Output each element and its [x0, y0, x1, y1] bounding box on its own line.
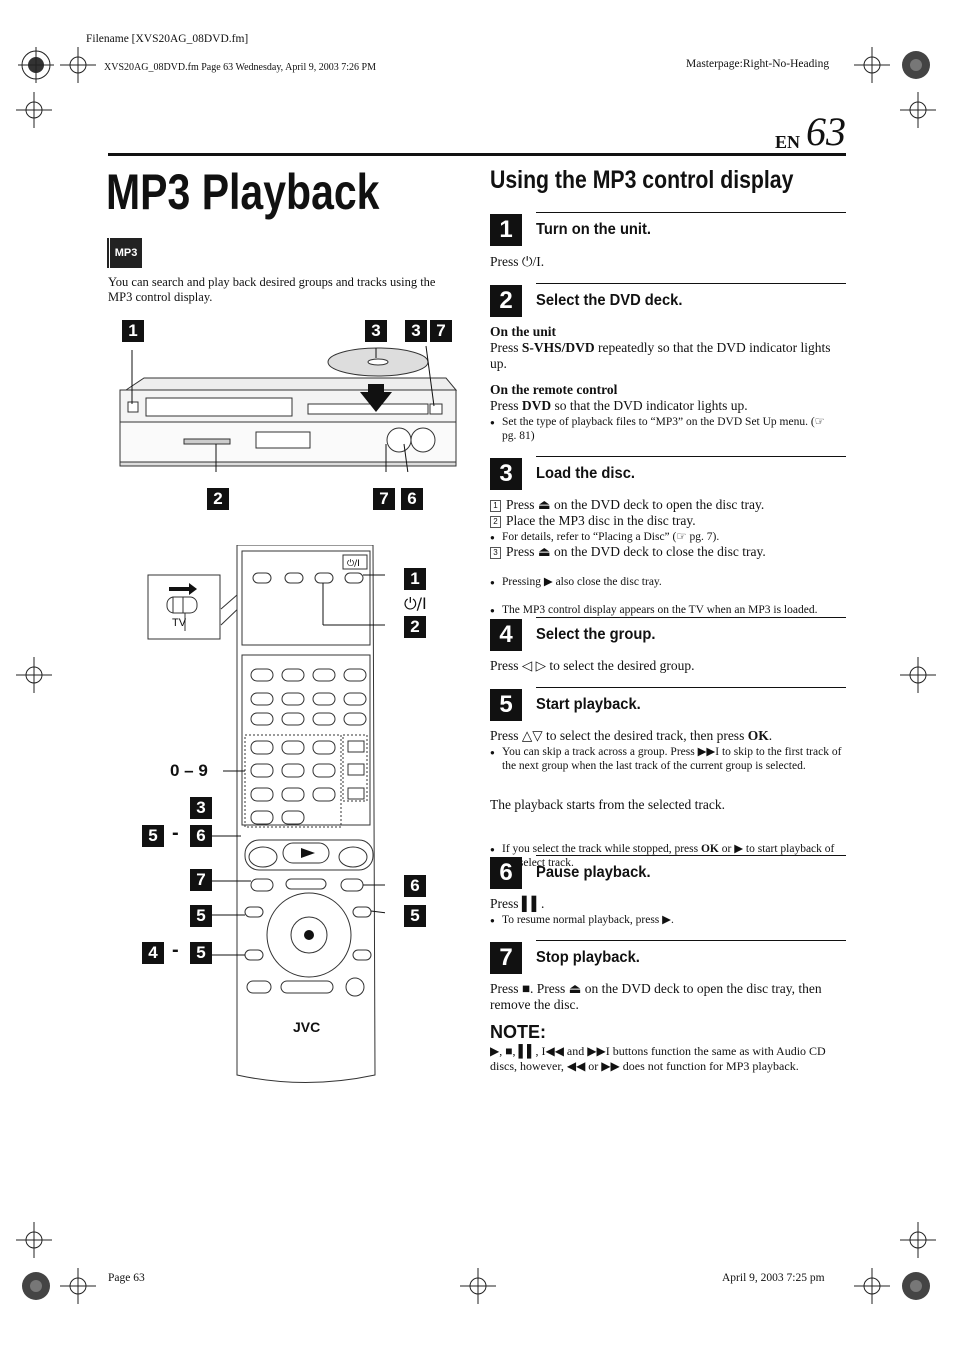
- footer-page: Page 63: [108, 1272, 145, 1284]
- note-text: ▶, ■, ▌▌, I◀◀ and ▶▶I buttons function t…: [490, 1044, 826, 1073]
- file-info-line: XVS20AG_08DVD.fm Page 63 Wednesday, Apri…: [104, 62, 376, 73]
- on-unit-heading: On the unit: [490, 324, 557, 339]
- remote-callout-2: 2: [404, 616, 426, 638]
- deck-callout-6: 6: [401, 488, 423, 510]
- registration-mark-icon: [854, 1268, 890, 1304]
- registration-mark-icon: [854, 47, 890, 83]
- language-code: EN: [775, 132, 801, 152]
- step-title: Start playback.: [536, 696, 641, 713]
- registration-mark-icon: [900, 1222, 936, 1258]
- step-title: Select the DVD deck.: [536, 292, 683, 309]
- footer-date: April 9, 2003 7:25 pm: [722, 1272, 825, 1284]
- registration-mark-icon: [900, 657, 936, 693]
- registration-mark-icon: [16, 1222, 52, 1258]
- remote-callout-6a: 6: [190, 825, 212, 847]
- step-number: 2: [490, 285, 522, 317]
- remote-heading: On the remote control: [490, 382, 618, 397]
- bullet-note: Pressing ▶ also close the disc tray.: [490, 575, 842, 590]
- dvd-vcr-deck-illustration: [119, 345, 458, 472]
- step-title: Load the disc.: [536, 465, 635, 482]
- step-5: 5 Start playback. Press △▽ to select the…: [490, 687, 846, 869]
- remote-callout-6b: 6: [404, 875, 426, 897]
- tv-label: TV: [172, 617, 187, 629]
- deck-callout-3: 3: [365, 320, 387, 342]
- registration-mark-icon: [16, 92, 52, 128]
- on-unit-text: Press S-VHS/DVD repeatedly so that the D…: [490, 340, 831, 371]
- deck-callout-3b: 3: [405, 320, 427, 342]
- svg-text:⏻/I: ⏻/I: [347, 558, 360, 569]
- step-number: 1: [490, 214, 522, 246]
- note-label: NOTE:: [490, 1022, 546, 1042]
- header-rule: [108, 153, 846, 156]
- bullet-note: For details, refer to “Placing a Disc” (…: [490, 530, 842, 545]
- step-title: Stop playback.: [536, 949, 640, 966]
- range-dash: -: [172, 822, 179, 844]
- power-symbol: ⏻/I: [404, 594, 427, 613]
- step-body: Press ▌▌.: [490, 896, 545, 911]
- bullet-note: The MP3 control display appears on the T…: [490, 603, 842, 618]
- step-title: Pause playback.: [536, 864, 651, 881]
- remote-callout-5a: 5: [142, 825, 164, 847]
- registration-mark-icon: [902, 51, 930, 79]
- mp3-badge: MP3: [107, 238, 142, 268]
- deck-callout-2: 2: [207, 488, 229, 510]
- remote-callout-5b: 5: [190, 905, 212, 927]
- registration-mark-icon: [18, 47, 54, 83]
- bullet-note: To resume normal playback, press ▶.: [490, 913, 842, 928]
- registration-mark-icon: [60, 47, 96, 83]
- deck-callout-7: 7: [430, 320, 452, 342]
- step-body: Press ◁ ▷ to select the desired group.: [490, 658, 695, 673]
- step-number: 5: [490, 689, 522, 721]
- remote-callout-4: 4: [142, 942, 164, 964]
- remote-control-illustration: ⏻/I: [147, 545, 385, 1083]
- step-title: Select the group.: [536, 626, 656, 643]
- bullet-note: Set the type of playback files to “MP3” …: [490, 415, 842, 443]
- remote-callout-5d: 5: [190, 942, 212, 964]
- step-number: 3: [490, 458, 522, 490]
- registration-mark-icon: [16, 657, 52, 693]
- page-number: 63: [806, 109, 846, 154]
- remote-callout-1: 1: [404, 568, 426, 590]
- deck-callout-1: 1: [122, 320, 144, 342]
- jvc-logo: JVC: [293, 1019, 321, 1035]
- remote-callout-7: 7: [190, 869, 212, 891]
- step-title: Turn on the unit.: [536, 221, 652, 238]
- intro-text: You can search and play back desired gro…: [108, 275, 436, 304]
- range-dash-2: -: [172, 939, 179, 961]
- step-body: Press △▽ to select the desired track, th…: [490, 728, 773, 743]
- remote-callout-3: 3: [190, 797, 212, 819]
- step-number: 6: [490, 857, 522, 889]
- registration-mark-icon: [60, 1268, 96, 1304]
- step-2: 2 Select the DVD deck. On the unit Press…: [490, 283, 846, 442]
- step-body: Press ⏻/I.: [490, 254, 545, 269]
- registration-mark-icon: [460, 1268, 496, 1304]
- deck-callout-7b: 7: [373, 488, 395, 510]
- step-6: 6 Pause playback. Press ▌▌. To resume no…: [490, 855, 846, 928]
- page-title: MP3 Playback: [106, 164, 380, 220]
- filename-label: Filename [XVS20AG_08DVD.fm]: [86, 33, 249, 45]
- remote-text: Press DVD so that the DVD indicator ligh…: [490, 398, 748, 413]
- registration-mark-icon: [902, 1272, 930, 1300]
- step-number: 7: [490, 942, 522, 974]
- bullet-note: You can skip a track across a group. Pre…: [490, 745, 842, 773]
- zero-nine-label: 0 – 9: [170, 761, 208, 780]
- remote-callout-5c: 5: [404, 905, 426, 927]
- masterpage-label: Masterpage:Right-No-Heading: [686, 58, 830, 70]
- step-body-2: The playback starts from the selected tr…: [490, 797, 726, 812]
- registration-mark-icon: [22, 1272, 50, 1300]
- step-number: 4: [490, 619, 522, 651]
- registration-mark-icon: [900, 92, 936, 128]
- step-body: Press ■. Press ⏏ on the DVD deck to open…: [490, 981, 822, 1012]
- section-heading: Using the MP3 control display: [490, 166, 794, 194]
